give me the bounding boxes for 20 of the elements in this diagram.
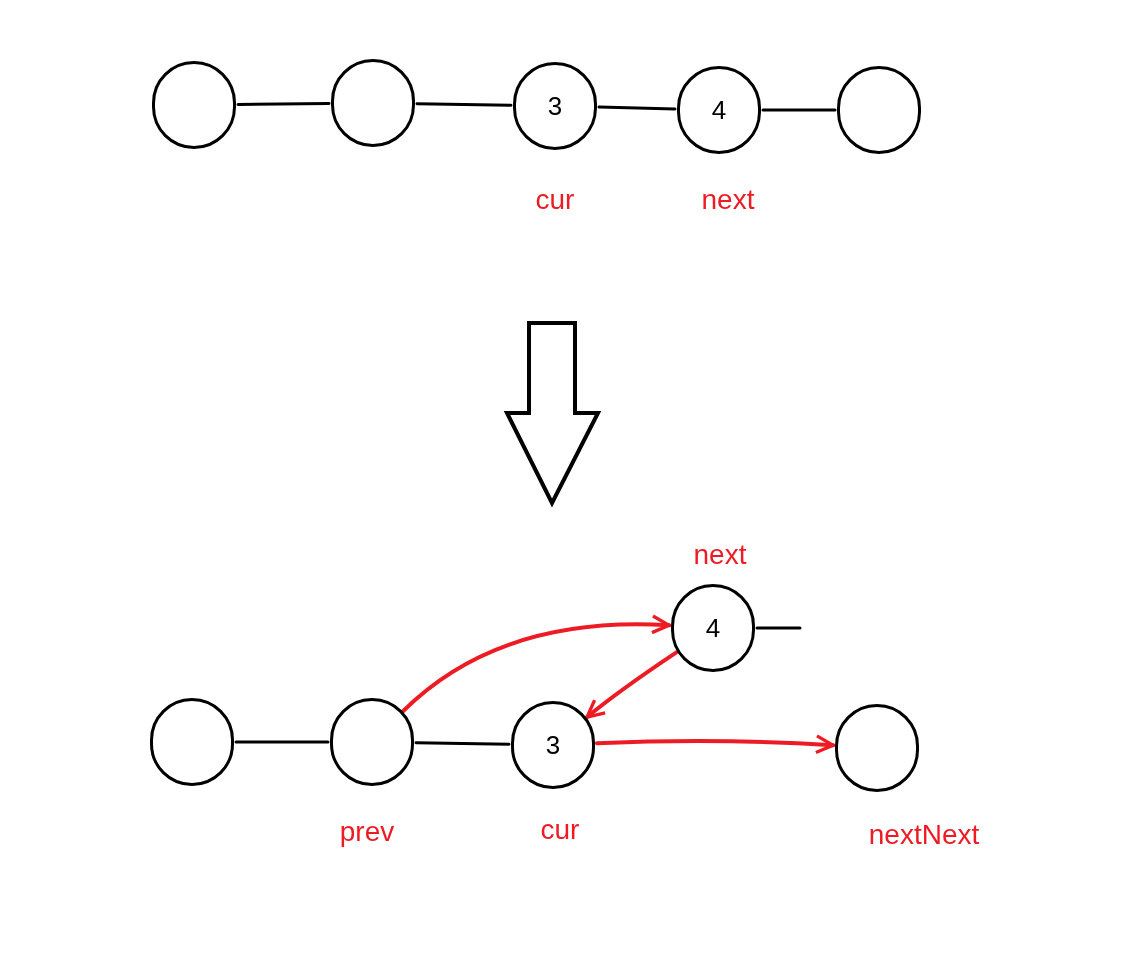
node-value: 3	[545, 728, 561, 762]
link-line	[761, 108, 837, 112]
link-line	[415, 102, 513, 107]
pointer-label: prev	[339, 815, 395, 849]
arrow	[401, 614, 672, 713]
node-value: 4	[711, 93, 727, 127]
link-line	[414, 741, 511, 746]
pointer-label: next	[701, 183, 755, 217]
arrow	[594, 734, 836, 755]
arrow	[585, 650, 679, 720]
pointer-label: nextNext	[868, 818, 980, 852]
pointer-label: next	[693, 538, 747, 572]
link-line	[234, 740, 330, 744]
pointer-label: cur	[535, 183, 575, 217]
link-line	[755, 626, 802, 630]
link-line	[236, 102, 331, 106]
link-line	[597, 105, 677, 111]
node-value: 4	[705, 611, 721, 645]
pointer-label: cur	[540, 813, 580, 847]
node-value: 3	[547, 89, 563, 123]
